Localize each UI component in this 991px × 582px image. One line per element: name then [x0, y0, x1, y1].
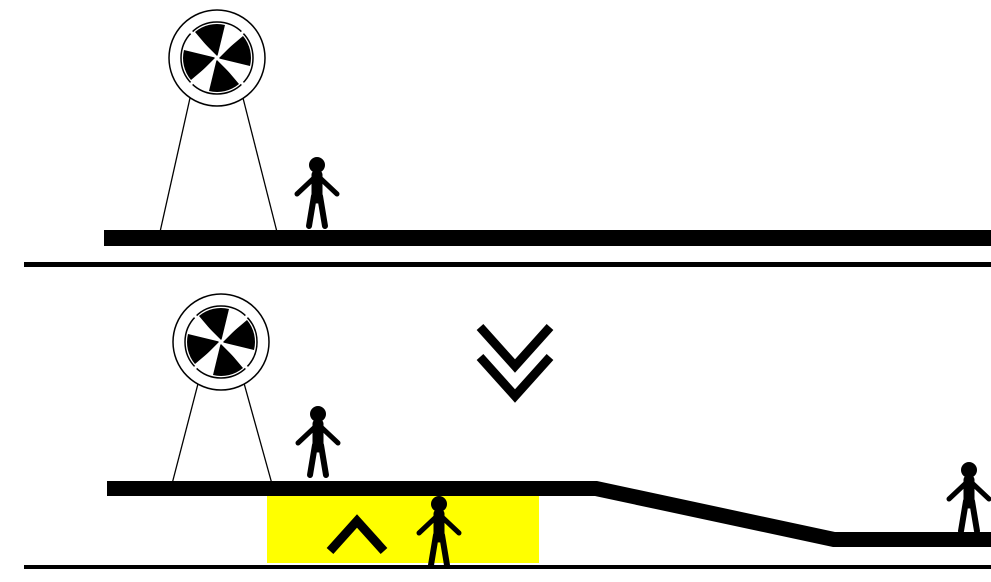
- person-icon-right: [949, 462, 989, 531]
- bottom-baseline: [24, 565, 991, 569]
- person-icon-top: [297, 157, 337, 226]
- double-chevron-down-icon: [476, 323, 554, 403]
- underground-space: [267, 496, 539, 563]
- panel-after: [107, 292, 991, 565]
- ground-platform-top: [104, 230, 991, 246]
- panel-divider: [24, 262, 991, 267]
- raised-platform: [107, 481, 991, 547]
- ferris-wheel-bottom: [171, 292, 273, 485]
- person-icon-platform: [298, 406, 338, 475]
- ferris-wheel-top: [159, 8, 278, 233]
- chevron-up-icon: [326, 514, 388, 555]
- panel-before: [104, 8, 991, 246]
